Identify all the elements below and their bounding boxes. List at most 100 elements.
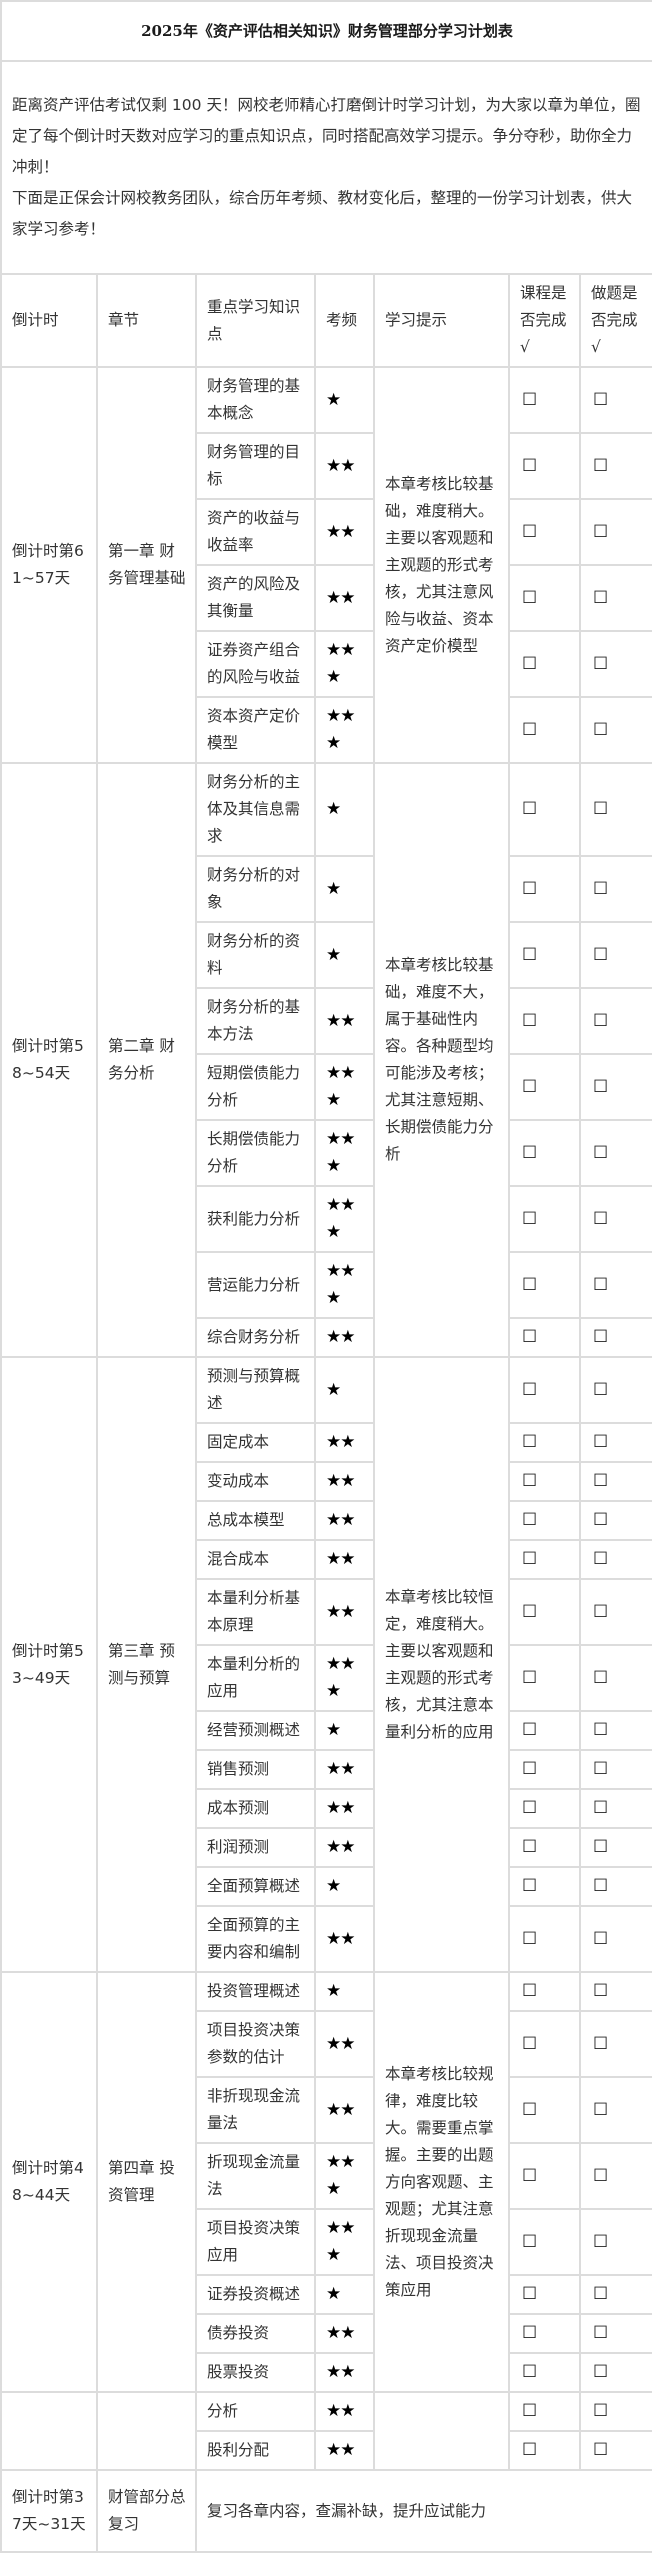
frequency-stars: ★★	[314, 2391, 375, 2432]
practice-done-checkbox[interactable]: ☐	[593, 389, 609, 410]
practice-done-checkbox[interactable]: ☐	[593, 521, 609, 542]
course-done-checkbox[interactable]: ☐	[522, 1471, 538, 1491]
topic-cell: 折现现金流量法	[195, 2142, 316, 2210]
course-done-checkbox[interactable]: ☐	[522, 799, 538, 819]
practice-done-checkbox[interactable]: ☐	[593, 1327, 609, 1347]
course-done-checkbox-cell: ☐	[508, 2076, 581, 2144]
course-done-checkbox[interactable]: ☐	[522, 1510, 538, 1530]
course-done-checkbox[interactable]: ☐	[522, 1601, 538, 1622]
practice-done-checkbox[interactable]: ☐	[593, 799, 609, 819]
practice-done-checkbox[interactable]: ☐	[593, 1876, 609, 1896]
course-done-checkbox[interactable]: ☐	[522, 2362, 538, 2382]
table-row: 短期偿债能力分析★★★☐☐	[1, 1053, 652, 1121]
practice-done-checkbox[interactable]: ☐	[593, 2362, 609, 2382]
practice-done-checkbox[interactable]: ☐	[593, 1076, 609, 1097]
course-done-checkbox-cell: ☐	[508, 1866, 581, 1907]
course-done-checkbox[interactable]: ☐	[522, 1076, 538, 1097]
course-done-checkbox[interactable]: ☐	[522, 2284, 538, 2304]
course-done-checkbox[interactable]: ☐	[522, 1837, 538, 1857]
course-done-checkbox[interactable]: ☐	[522, 1327, 538, 1347]
practice-done-checkbox[interactable]: ☐	[593, 2440, 609, 2460]
practice-done-checkbox[interactable]: ☐	[593, 1010, 609, 1031]
practice-done-checkbox[interactable]: ☐	[593, 2401, 609, 2421]
practice-done-checkbox[interactable]: ☐	[593, 1274, 609, 1295]
practice-done-checkbox[interactable]: ☐	[593, 1208, 609, 1229]
practice-done-checkbox[interactable]: ☐	[593, 1837, 609, 1857]
table-row: 证券投资概述★☐☐	[1, 2274, 652, 2315]
course-done-checkbox[interactable]: ☐	[522, 2033, 538, 2054]
practice-done-checkbox[interactable]: ☐	[593, 1667, 609, 1688]
frequency-stars: ★★	[314, 1578, 375, 1646]
course-done-checkbox[interactable]: ☐	[522, 878, 538, 899]
course-done-checkbox[interactable]: ☐	[522, 2323, 538, 2343]
course-done-checkbox[interactable]: ☐	[522, 1010, 538, 1031]
course-done-checkbox[interactable]: ☐	[522, 1876, 538, 1896]
practice-done-checkbox-cell: ☐	[578, 2391, 652, 2432]
practice-done-checkbox[interactable]: ☐	[593, 1981, 609, 2001]
practice-done-checkbox[interactable]: ☐	[593, 944, 609, 965]
course-done-checkbox[interactable]: ☐	[522, 719, 538, 740]
practice-done-checkbox[interactable]: ☐	[593, 587, 609, 608]
course-done-checkbox[interactable]: ☐	[522, 1274, 538, 1295]
practice-done-checkbox[interactable]: ☐	[593, 2231, 609, 2252]
course-done-checkbox[interactable]: ☐	[522, 2099, 538, 2120]
practice-done-checkbox[interactable]: ☐	[593, 878, 609, 899]
practice-done-checkbox[interactable]: ☐	[593, 1798, 609, 1818]
course-done-checkbox[interactable]: ☐	[522, 2165, 538, 2186]
practice-done-checkbox[interactable]: ☐	[593, 1549, 609, 1569]
practice-done-checkbox[interactable]: ☐	[593, 2099, 609, 2120]
course-done-checkbox[interactable]: ☐	[522, 1142, 538, 1163]
course-done-checkbox[interactable]: ☐	[522, 389, 538, 410]
practice-done-checkbox[interactable]: ☐	[593, 719, 609, 740]
practice-done-checkbox[interactable]: ☐	[593, 1142, 609, 1163]
practice-done-checkbox-cell: ☐	[578, 1185, 652, 1253]
practice-done-checkbox[interactable]: ☐	[593, 2323, 609, 2343]
course-done-checkbox[interactable]: ☐	[522, 1208, 538, 1229]
course-done-checkbox[interactable]: ☐	[522, 1981, 538, 2001]
practice-done-checkbox[interactable]: ☐	[593, 653, 609, 674]
practice-done-checkbox[interactable]: ☐	[593, 1601, 609, 1622]
practice-done-checkbox[interactable]: ☐	[593, 2165, 609, 2186]
course-done-checkbox[interactable]: ☐	[522, 1928, 538, 1949]
course-done-checkbox[interactable]: ☐	[522, 2440, 538, 2460]
course-done-checkbox[interactable]: ☐	[522, 653, 538, 674]
chapter-cell: 第一章 财务管理基础	[96, 366, 197, 764]
course-done-checkbox[interactable]: ☐	[522, 1720, 538, 1740]
practice-done-checkbox[interactable]: ☐	[593, 455, 609, 476]
course-done-checkbox[interactable]: ☐	[522, 521, 538, 542]
course-done-checkbox[interactable]: ☐	[522, 455, 538, 476]
practice-done-checkbox-cell: ☐	[578, 1461, 652, 1502]
course-done-checkbox[interactable]: ☐	[522, 2231, 538, 2252]
course-done-checkbox[interactable]: ☐	[522, 587, 538, 608]
practice-done-checkbox[interactable]: ☐	[593, 1759, 609, 1779]
practice-done-checkbox[interactable]: ☐	[593, 1379, 609, 1400]
course-done-checkbox[interactable]: ☐	[522, 2401, 538, 2421]
topic-cell: 综合财务分析	[195, 1317, 316, 1358]
course-done-checkbox[interactable]: ☐	[522, 1759, 538, 1779]
practice-done-checkbox[interactable]: ☐	[593, 1432, 609, 1452]
topic-cell: 项目投资决策参数的估计	[195, 2010, 316, 2078]
intro-text: 距离资产评估考试仅剩 100 天！网校老师精心打磨倒计时学习计划，为大家以章为单…	[0, 60, 652, 275]
practice-done-checkbox[interactable]: ☐	[593, 1510, 609, 1530]
course-done-checkbox[interactable]: ☐	[522, 1379, 538, 1400]
practice-done-checkbox[interactable]: ☐	[593, 1720, 609, 1740]
topic-cell: 利润预测	[195, 1827, 316, 1868]
course-done-checkbox[interactable]: ☐	[522, 944, 538, 965]
course-done-checkbox[interactable]: ☐	[522, 1549, 538, 1569]
practice-done-checkbox[interactable]: ☐	[593, 1471, 609, 1491]
table-row: 综合财务分析★★☐☐	[1, 1317, 652, 1358]
tip-cell: 本章考核比较基础，难度稍大。主要以客观题和主观题的形式考核，尤其注意风险与收益、…	[373, 366, 510, 764]
practice-done-checkbox-cell: ☐	[578, 1317, 652, 1358]
title-row: 2025年《资产评估相关知识》财务管理部分学习计划表	[0, 0, 652, 62]
frequency-stars: ★★	[314, 1788, 375, 1829]
course-done-checkbox[interactable]: ☐	[522, 1798, 538, 1818]
course-done-checkbox-cell: ☐	[508, 1500, 581, 1541]
topic-cell: 财务管理的目标	[195, 432, 316, 500]
topic-cell: 全面预算的主要内容和编制	[195, 1905, 316, 1973]
practice-done-checkbox[interactable]: ☐	[593, 2033, 609, 2054]
course-done-checkbox[interactable]: ☐	[522, 1667, 538, 1688]
practice-done-checkbox[interactable]: ☐	[593, 2284, 609, 2304]
course-done-checkbox[interactable]: ☐	[522, 1432, 538, 1452]
frequency-stars: ★★	[314, 2430, 375, 2471]
practice-done-checkbox[interactable]: ☐	[593, 1928, 609, 1949]
